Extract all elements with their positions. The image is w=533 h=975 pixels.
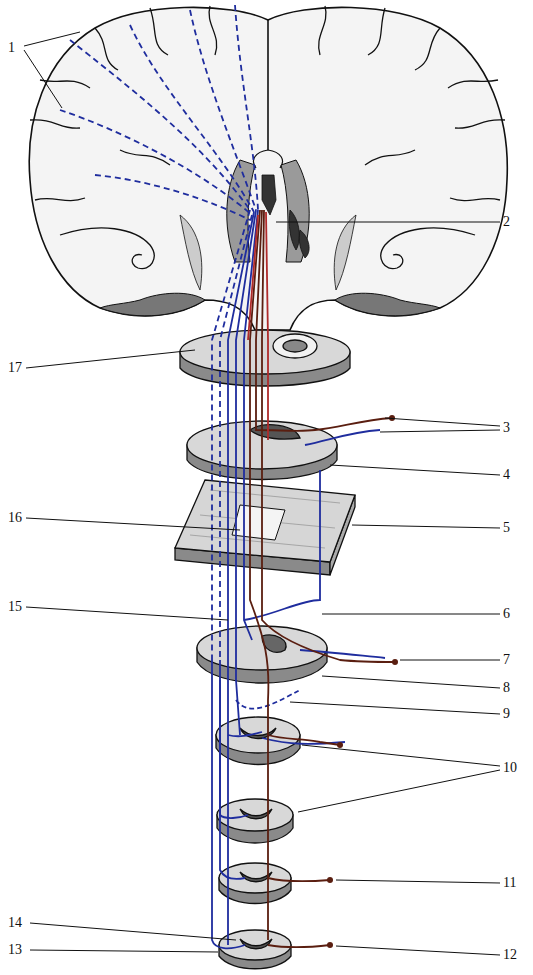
corticospinal-tract (60, 5, 385, 948)
callout-number: 17 (8, 360, 22, 376)
callout-number: 2 (503, 214, 510, 230)
callout-number: 5 (503, 520, 510, 536)
callout-number: 7 (503, 652, 510, 668)
callout-number: 12 (503, 947, 517, 963)
callout-number: 9 (503, 706, 510, 722)
brain-section (29, 6, 507, 330)
callout-number: 1 (8, 40, 15, 56)
callout-number: 3 (503, 420, 510, 436)
callout-number: 13 (8, 942, 22, 958)
leader-lines (24, 32, 500, 955)
callout-number: 6 (503, 606, 510, 622)
callout-number: 16 (8, 510, 22, 526)
callout-number: 15 (8, 599, 22, 615)
corticonuclear-tract (248, 210, 398, 948)
callout-number: 4 (503, 467, 510, 483)
callout-number: 10 (503, 760, 517, 776)
callout-number: 14 (8, 915, 22, 931)
callout-number: 11 (503, 875, 516, 891)
callout-number: 8 (503, 680, 510, 696)
